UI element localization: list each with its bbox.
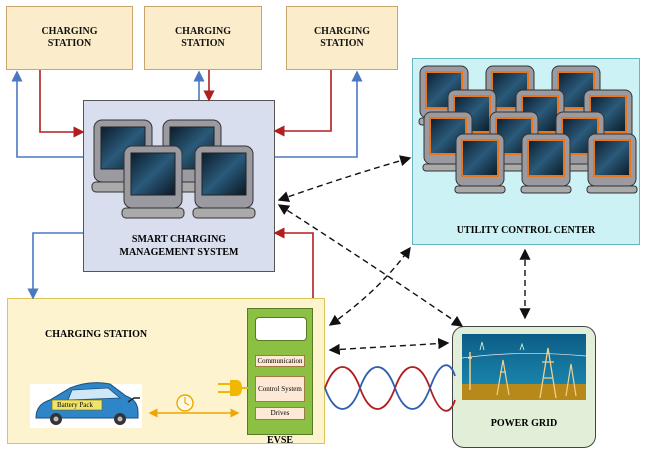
ucc-monitor-icon: [520, 133, 572, 194]
dashed-cs-grid: [328, 337, 450, 356]
evse-communication-module: Communication: [255, 355, 305, 367]
ucc-monitors-icon: [418, 65, 638, 194]
scms-label-line1: SMART CHARGING: [131, 234, 227, 245]
yellow-charging-arrow: [148, 394, 240, 418]
blue-arrow-to-charging-station: [27, 232, 83, 300]
ucc-label: UTILITY CONTROL CENTER: [456, 225, 596, 236]
evse-unit: Communication Control System Drives: [247, 308, 313, 435]
evse-label: EVSE: [266, 435, 294, 446]
dashed-scms-grid: [277, 204, 464, 327]
red-arrow-from-charging-station: [273, 227, 314, 298]
scms-label-line2: MANAGEMENT SYSTEM: [119, 247, 239, 258]
power-grid-picture: [461, 334, 587, 400]
charging-station-1: CHARGING STATION: [6, 6, 133, 70]
charging-station-1-label: CHARGING STATION: [41, 26, 98, 49]
charging-station-3: CHARGING STATION: [286, 6, 398, 70]
dashed-arrows: [277, 155, 531, 356]
dashed-cs-ucc: [328, 246, 411, 326]
scms-label: SMART CHARGING MANAGEMENT SYSTEM: [84, 233, 274, 259]
power-grid-label: POWER GRID: [490, 418, 558, 429]
power-line-waves: [324, 364, 456, 412]
scms-monitors-icon: [91, 119, 256, 219]
charging-station-3-label: CHARGING STATION: [313, 26, 371, 49]
electric-car-icon: [30, 382, 142, 428]
red-arrow-from-station-3: [273, 70, 332, 137]
charging-station-2-label: CHARGING STATION: [174, 26, 232, 49]
red-arrow-from-station-1: [39, 70, 85, 138]
ucc-monitor-icon: [454, 133, 506, 194]
evse-control-system-module: Control System: [255, 376, 305, 402]
evse-drives-module: Drives: [255, 407, 305, 420]
charging-station-main-label: CHARGING STATION: [45, 329, 148, 340]
dashed-scms-ucc: [277, 155, 412, 203]
plug-icon: [218, 380, 248, 396]
blue-arrow-to-station-3: [275, 70, 363, 158]
ucc-monitor-icon: [586, 133, 638, 194]
charging-station-2: CHARGING STATION: [144, 6, 262, 70]
battery-pack-label: Battery Pack: [57, 401, 93, 409]
blue-arrow-to-station-1: [11, 70, 83, 158]
